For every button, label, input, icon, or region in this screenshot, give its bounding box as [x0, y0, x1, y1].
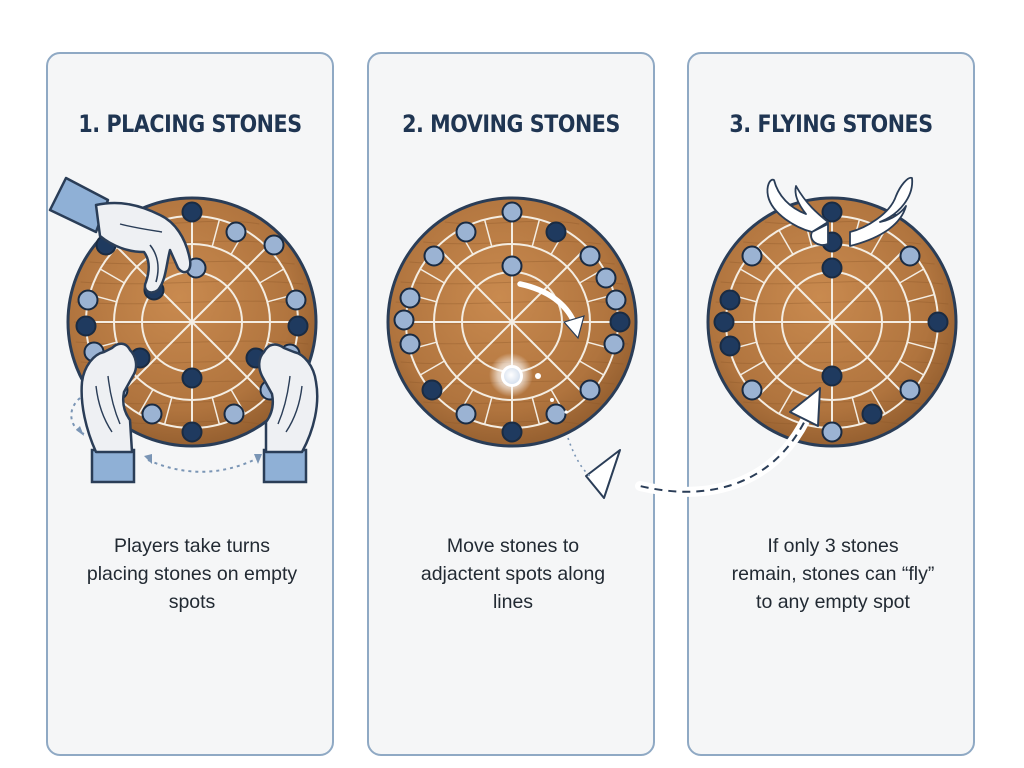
panel-title: 2. MOVING STONES — [402, 110, 620, 138]
description-line: spots — [168, 591, 216, 613]
panel-moving-stones: 2. MOVING STONES Move stones to adjacten… — [367, 52, 655, 756]
description-line: to any empty spot — [756, 591, 910, 613]
description-line: If only 3 stones — [767, 535, 899, 557]
description-line: Move stones to — [446, 535, 580, 557]
panel-description: If only 3 stones remain, stones can “fly… — [711, 532, 955, 616]
description-line: remain, stones can “fly” — [731, 563, 935, 585]
description-line: Players take turns — [113, 535, 271, 557]
panel-title: 1. PLACING STONES — [78, 110, 302, 138]
panel-title: 3. FLYING STONES — [729, 110, 933, 138]
description-line: lines — [492, 591, 534, 613]
panel-description: Players take turns placing stones on emp… — [70, 532, 314, 616]
panel-flying-stones: 3. FLYING STONES If only 3 stones remain… — [687, 52, 975, 756]
panel-placing-stones: 1. PLACING STONES Players take turns pla… — [46, 52, 334, 756]
description-line: placing stones on empty — [86, 563, 298, 585]
description-line: adjactent spots along — [420, 563, 606, 585]
panel-description: Move stones to adjactent spots along lin… — [391, 532, 635, 616]
